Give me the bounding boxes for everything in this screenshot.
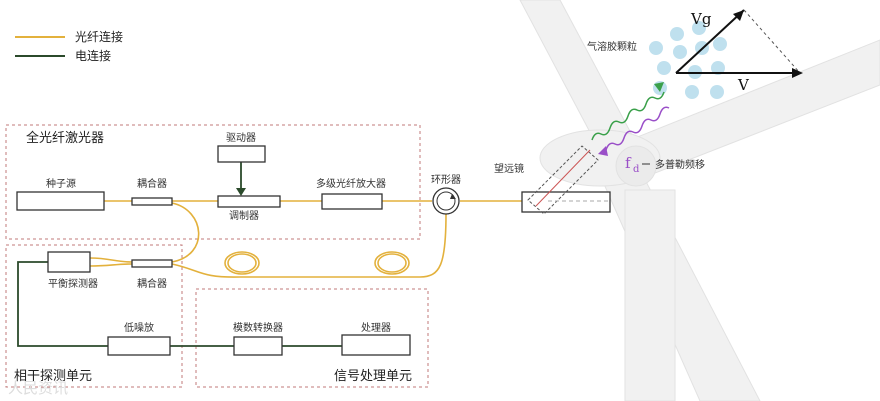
circulator-label: 环形器 [431, 174, 461, 186]
lna-box [107, 336, 171, 356]
coherent-group-box [5, 244, 183, 388]
aerosol-label: 气溶胶颗粒 [587, 40, 637, 53]
amplifier-label: 多级光纤放大器 [316, 177, 386, 190]
scattered-light-wave [605, 106, 670, 151]
scattered-arrow-icon [598, 146, 608, 156]
signal-group-box [195, 288, 429, 388]
processor-box [341, 334, 411, 356]
fiber-connections [89, 200, 522, 278]
legend-fiber-label: 光纤连接 [75, 29, 123, 44]
coupler-bottom-label: 耦合器 [137, 277, 167, 290]
telescope-label: 望远镜 [494, 162, 524, 175]
adc-box [233, 336, 283, 356]
legend-electric-label: 电连接 [75, 48, 111, 63]
modulator-box [217, 195, 281, 208]
arrow-icon [236, 188, 246, 196]
vg-label: Vg [690, 10, 712, 28]
v-label: V [737, 76, 750, 94]
lna-label: 低噪放 [124, 321, 154, 334]
doppler-label: 多普勒频移 [655, 158, 705, 171]
doppler-subscript: d [633, 164, 640, 175]
signal-group-title: 信号处理单元 [334, 369, 412, 384]
processor-label: 处理器 [361, 322, 391, 334]
wind-turbine-background [519, 0, 880, 401]
telescope-icon [521, 145, 611, 215]
wind-vector-diagram [675, 9, 803, 78]
balanced-detector-box [47, 251, 91, 273]
circulator-icon [432, 187, 460, 215]
modulator-label: 调制器 [229, 209, 259, 222]
laser-group-title: 全光纤激光器 [26, 130, 104, 146]
seed-source-label: 种子源 [46, 177, 76, 190]
driver-box [217, 145, 266, 163]
coherent-group-title: 相干探测单元 [14, 369, 92, 384]
laser-group-box [5, 124, 421, 240]
coupler-bottom-box [131, 259, 173, 268]
amplifier-box [321, 193, 383, 210]
adc-label: 模数转换器 [233, 321, 283, 334]
emitted-light-wave [591, 91, 665, 141]
balanced-detector-label: 平衡探测器 [48, 277, 98, 290]
coupler-top-box [131, 197, 173, 206]
driver-label: 驱动器 [226, 132, 256, 144]
doppler-symbol: f [625, 154, 632, 172]
seed-source-box [16, 191, 105, 211]
emitted-arrow-icon [654, 82, 664, 92]
coupler-top-label: 耦合器 [137, 177, 167, 190]
watermark-text: 人民资讯 [8, 379, 68, 397]
electric-connections [17, 162, 342, 347]
